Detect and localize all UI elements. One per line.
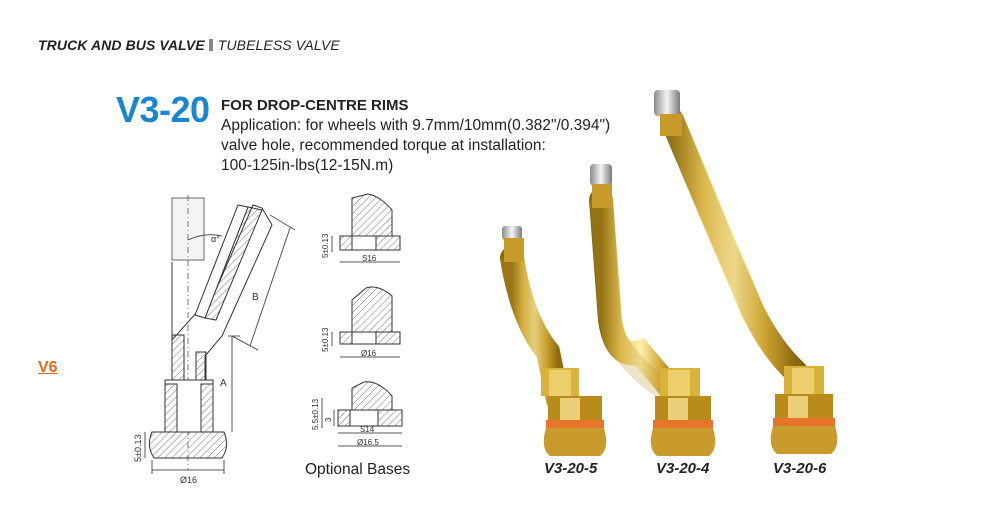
description-line: valve hole, recommended torque at instal… [221,137,546,154]
dimension-a-label: A [220,378,227,389]
base-inner-label: 3 [324,417,333,422]
valve-section-drawing [144,195,296,474]
product-image-v3-20-5[interactable] [500,226,607,456]
v6-link[interactable]: V6 [38,359,58,376]
description-line: 100-125in-lbs(12-15N.m) [221,157,394,174]
breadcrumb-category[interactable]: TRUCK AND BUS VALVE [38,37,205,53]
product-label-v3-20-5: V3-20-5 [544,460,598,477]
base-height-label: 5±0.13 [321,327,330,352]
breadcrumb-subcategory[interactable]: TUBELESS VALVE [217,37,340,53]
angle-label: α° [211,234,220,244]
product-label-v3-20-6: V3-20-6 [773,460,827,477]
breadcrumb: TRUCK AND BUS VALVE TUBELESS VALVE [38,37,340,53]
breadcrumb-separator [208,39,213,51]
base-width-label: S14 [360,425,375,434]
product-image-v3-20-6[interactable] [654,90,838,454]
product-heading: FOR DROP-CENTRE RIMS [221,97,409,114]
dimension-b-label: B [252,292,259,303]
base-drawing-s16 [331,193,401,263]
base-height-label: 5.5±0.13 [311,398,320,430]
base-diameter-label: Ø16 [180,475,197,485]
base-width-label: Ø16 [361,349,377,358]
base-diameter-label: Ø16.5 [357,438,379,447]
product-description: Application: for wheels with 9.7mm/10mm(… [221,116,610,176]
product-image-v3-20-4[interactable] [589,164,716,456]
base-width-label: S16 [362,254,377,263]
base-drawing-d16 [331,286,401,358]
base-height-label: 5±0.13 [321,233,330,258]
height-dimension-label: 5±0.13 [133,435,143,462]
product-label-v3-20-4: V3-20-4 [656,460,710,477]
model-code: V3-20 [116,89,210,130]
base-drawing-s14 [321,381,403,447]
description-line: Application: for wheels with 9.7mm/10mm(… [221,117,611,134]
optional-bases-caption: Optional Bases [305,461,411,478]
